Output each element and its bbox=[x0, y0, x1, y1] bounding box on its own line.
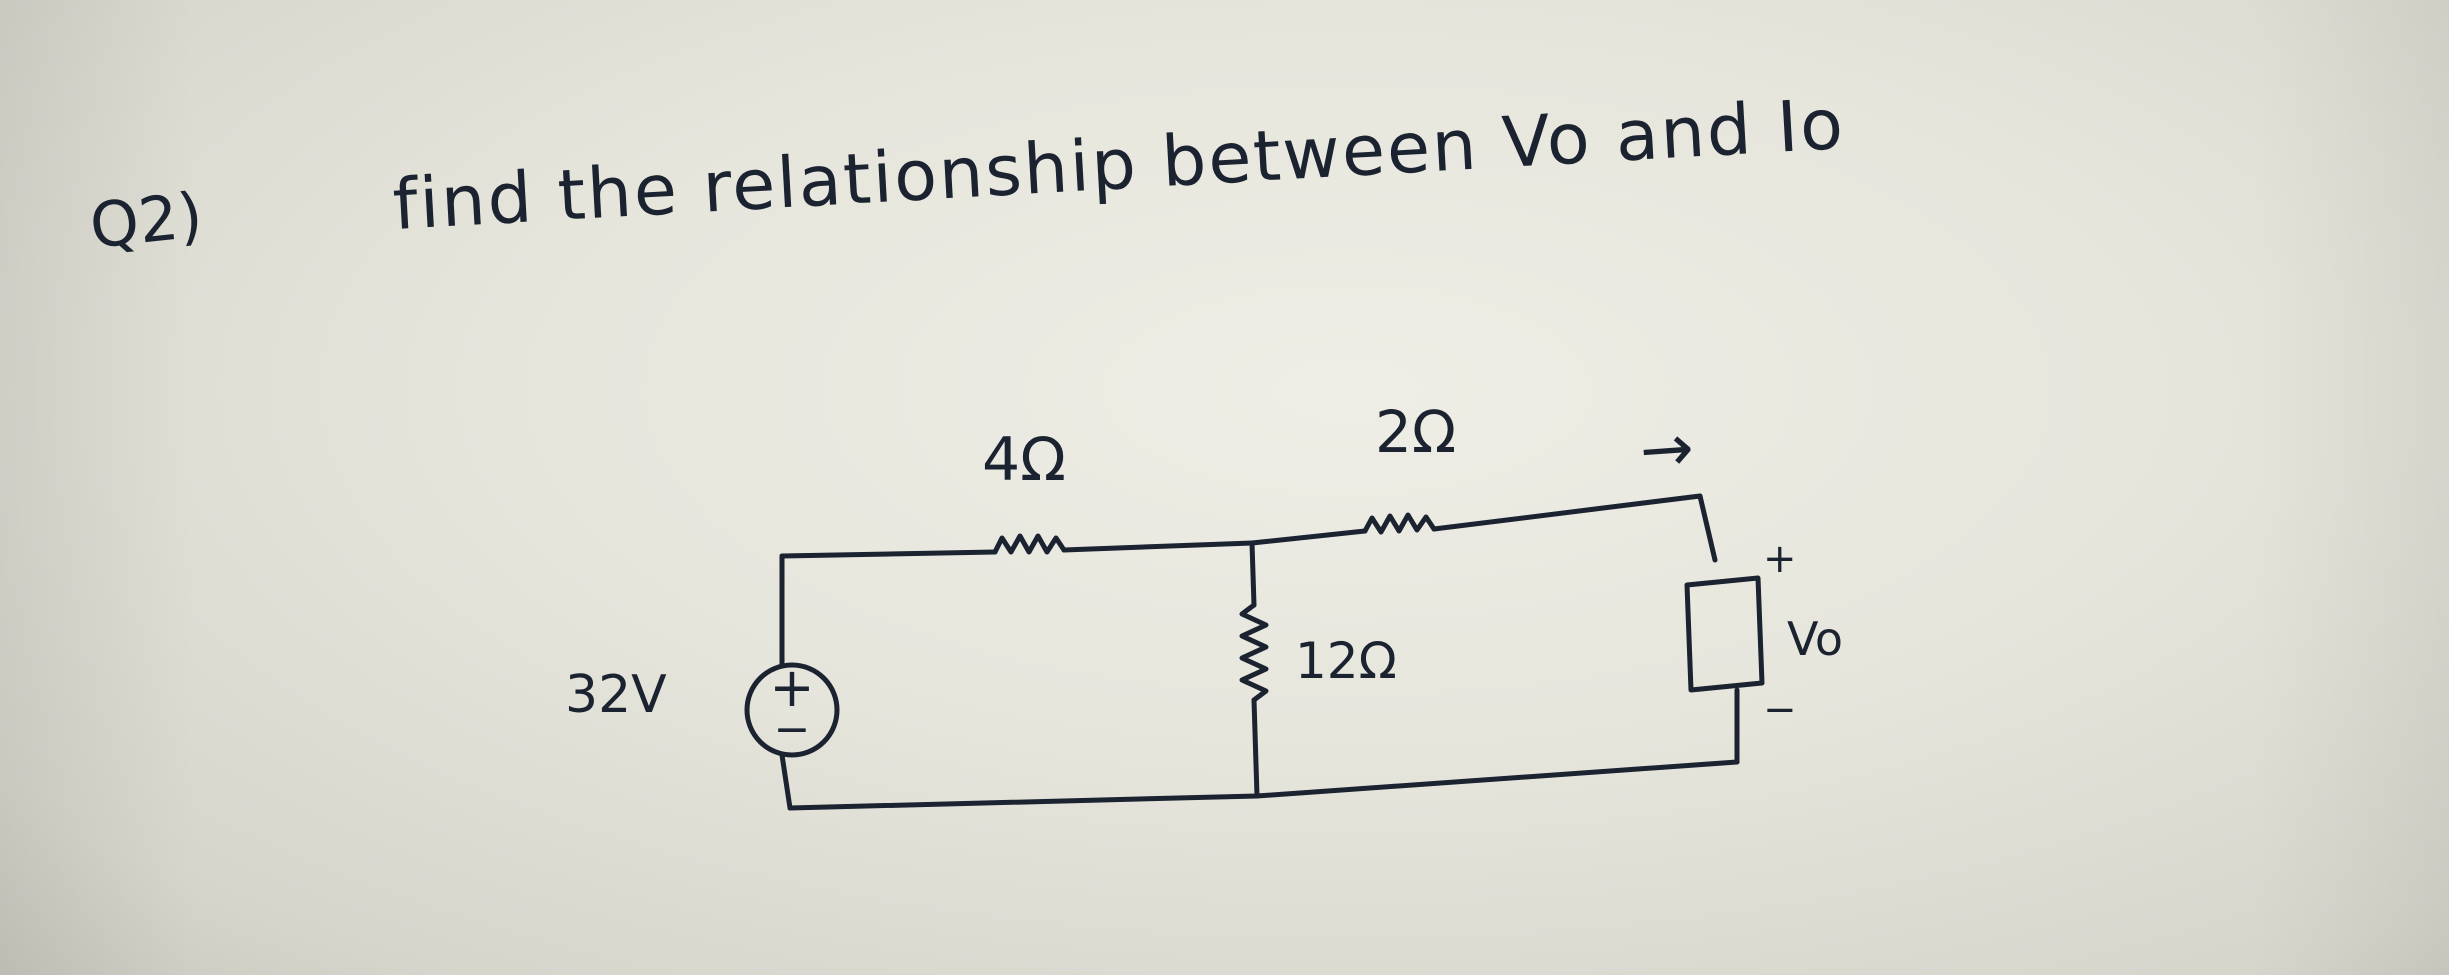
source-minus-sign: − bbox=[774, 704, 811, 755]
shunt-wire-top bbox=[1249, 540, 1257, 608]
source-plus-sign: + bbox=[769, 656, 814, 719]
load-plus-sign: + bbox=[1763, 536, 1797, 582]
resistor-2ohm-label: 2Ω bbox=[1375, 398, 1456, 466]
left-wire-lower bbox=[779, 752, 793, 811]
source-label: 32V bbox=[565, 665, 667, 725]
resistor-2ohm bbox=[1362, 512, 1437, 535]
top-wire-right bbox=[1431, 493, 1718, 563]
current-arrow: → bbox=[1637, 411, 1696, 489]
top-wire-mid-right bbox=[1249, 528, 1368, 546]
resistor-12ohm bbox=[1239, 602, 1269, 703]
resistor-4ohm bbox=[992, 533, 1067, 555]
load-minus-sign: − bbox=[1763, 687, 1797, 733]
voltage-source bbox=[744, 662, 840, 758]
bottom-wire bbox=[787, 759, 1740, 811]
top-wire-mid bbox=[1061, 540, 1255, 553]
top-wire-left bbox=[779, 549, 998, 559]
load-box bbox=[1684, 575, 1765, 693]
resistor-12ohm-label: 12Ω bbox=[1295, 632, 1397, 690]
shunt-wire-bottom bbox=[1251, 697, 1260, 799]
load-voltage-label: Vo bbox=[1787, 612, 1843, 666]
resistor-4ohm-label: 4Ω bbox=[982, 425, 1066, 495]
